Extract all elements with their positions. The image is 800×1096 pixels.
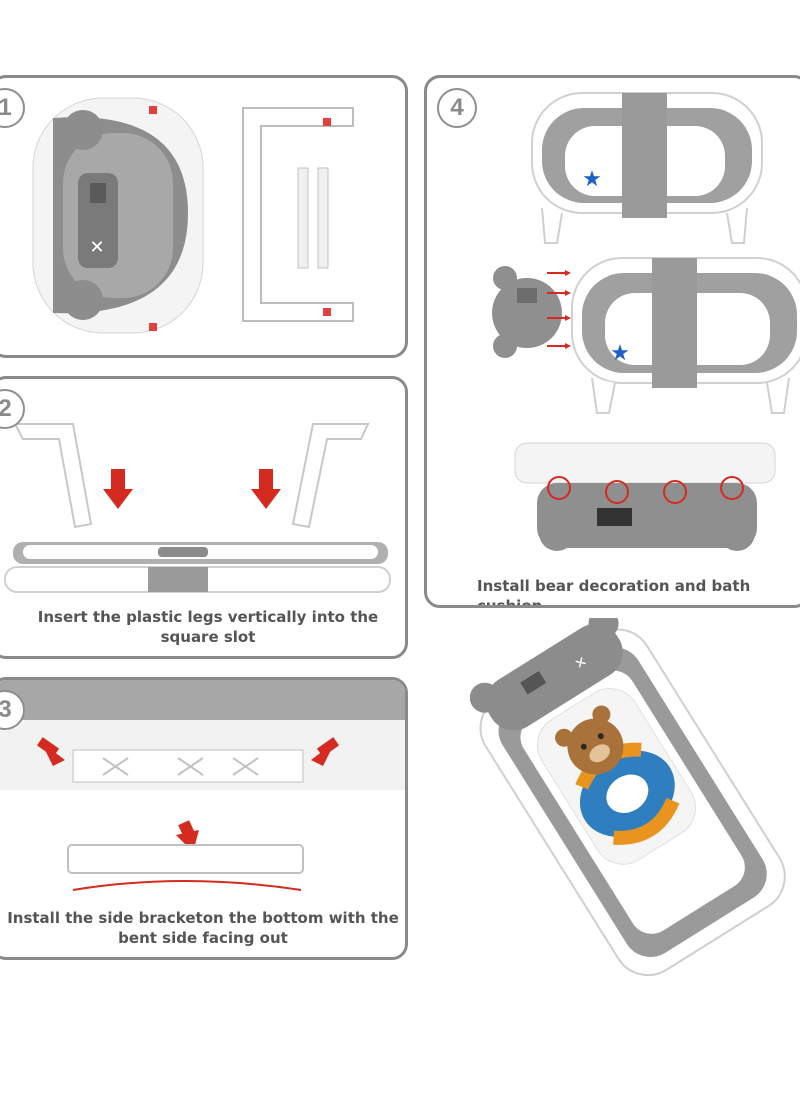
cartoon-bear-graphic [567,718,624,775]
down-arrow-right [251,469,281,509]
svg-text:✕: ✕ [89,237,104,258]
step-3-caption-line-2: bent side facing out [118,929,288,947]
side-brackets-image [297,167,329,269]
step-2-number: 2 [0,389,25,429]
step-2-caption-line-2: square slot [160,628,256,646]
insert-legs-illustration [4,423,391,593]
step-3-caption-line-1: Install the side bracketon the bottom wi… [7,909,399,927]
step-2-caption-line-1: Insert the plastic legs vertically into … [37,608,379,626]
step-3-panel: 3 Install the side bracketon the bottom … [0,677,408,960]
side-bracket-image [67,844,304,874]
bear-decoration-cushion-illustration: ★ ★ [492,92,800,551]
side-bracket-illustration [0,680,405,891]
side-arrow-left [36,737,65,766]
cushion-clips-detail-image [514,442,776,551]
right-leg-image [291,423,370,529]
bear-head-decoration [486,623,623,731]
assembled-tub-image: ★ [531,92,763,244]
tub-underside-image [0,680,405,790]
svg-text:★: ★ [582,167,602,192]
step-4-panel: 4 ★ ★ [424,75,800,608]
folded-tub-parts-illustration: ✕ [32,97,354,334]
step-4-caption: Install bear decoration and bath cushion [477,577,751,608]
step-1-panel: 1 ✕ [0,75,408,358]
svg-text:★: ★ [610,341,630,366]
bent-side-curve [72,880,302,891]
side-arrow-right [311,737,340,766]
bear-decoration-attach-image: ★ [492,257,800,414]
folded-tub-image: ✕ [32,97,204,334]
step-4-number: 4 [437,88,477,128]
assembled-tub-with-cushion-image: ✕ [470,618,786,977]
tub-base-image [4,542,391,593]
left-leg-image [13,423,93,529]
down-arrow-left [103,469,133,509]
step-2-panel: 2 Insert the plastic legs vertically int… [0,376,408,659]
leg-frame-image [242,107,354,322]
